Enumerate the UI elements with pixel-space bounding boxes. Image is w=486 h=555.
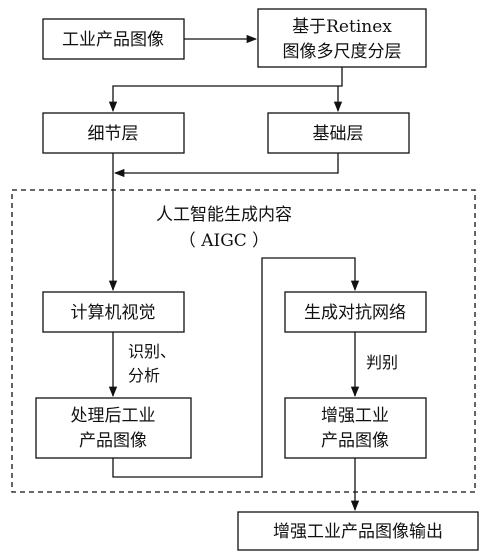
- edge-retinex-to-detail: [108, 67, 343, 113]
- edge-label-recognize-line2: 分析: [128, 366, 160, 385]
- input-image-node: 工业产品图像: [42, 18, 185, 60]
- base-layer-label: 基础层: [313, 124, 364, 144]
- aigc-region-subtitle: （ AIGC ）: [179, 231, 269, 251]
- edge-base-to-merge: [113, 153, 339, 178]
- base-layer-node: 基础层: [267, 112, 410, 154]
- processed-label-line2: 产品图像: [79, 431, 147, 451]
- retinex-label-line1: 基于Retinex: [292, 17, 392, 37]
- enhanced-label-line2: 产品图像: [321, 431, 389, 451]
- edge-label-discriminate: 判别: [366, 353, 398, 372]
- edge-processed-to-gan: [112, 257, 360, 478]
- retinex-decomposition-node: 基于Retinex 图像多尺度分层: [257, 8, 427, 68]
- input-image-label: 工业产品图像: [62, 30, 164, 50]
- aigc-region-title: 人工智能生成内容: [156, 205, 292, 225]
- processed-label-line1: 处理后工业: [71, 406, 156, 426]
- enhanced-label-line1: 增强工业: [321, 406, 389, 426]
- computer-vision-node: 计算机视觉: [42, 291, 185, 333]
- retinex-label-line2: 图像多尺度分层: [283, 42, 402, 62]
- aigc-region: [11, 189, 476, 493]
- computer-vision-label: 计算机视觉: [71, 303, 156, 323]
- enhanced-image-node: 增强工业 产品图像: [284, 397, 427, 459]
- output-label: 增强工业产品图像输出: [273, 522, 443, 542]
- gan-node: 生成对抗网络: [284, 291, 427, 333]
- output-node: 增强工业产品图像输出: [237, 511, 479, 551]
- detail-layer-label: 细节层: [88, 124, 139, 144]
- edge-label-recognize-line1: 识别、: [128, 342, 176, 361]
- processed-image-node: 处理后工业 产品图像: [35, 397, 192, 459]
- detail-layer-node: 细节层: [42, 112, 185, 154]
- gan-label: 生成对抗网络: [304, 303, 406, 323]
